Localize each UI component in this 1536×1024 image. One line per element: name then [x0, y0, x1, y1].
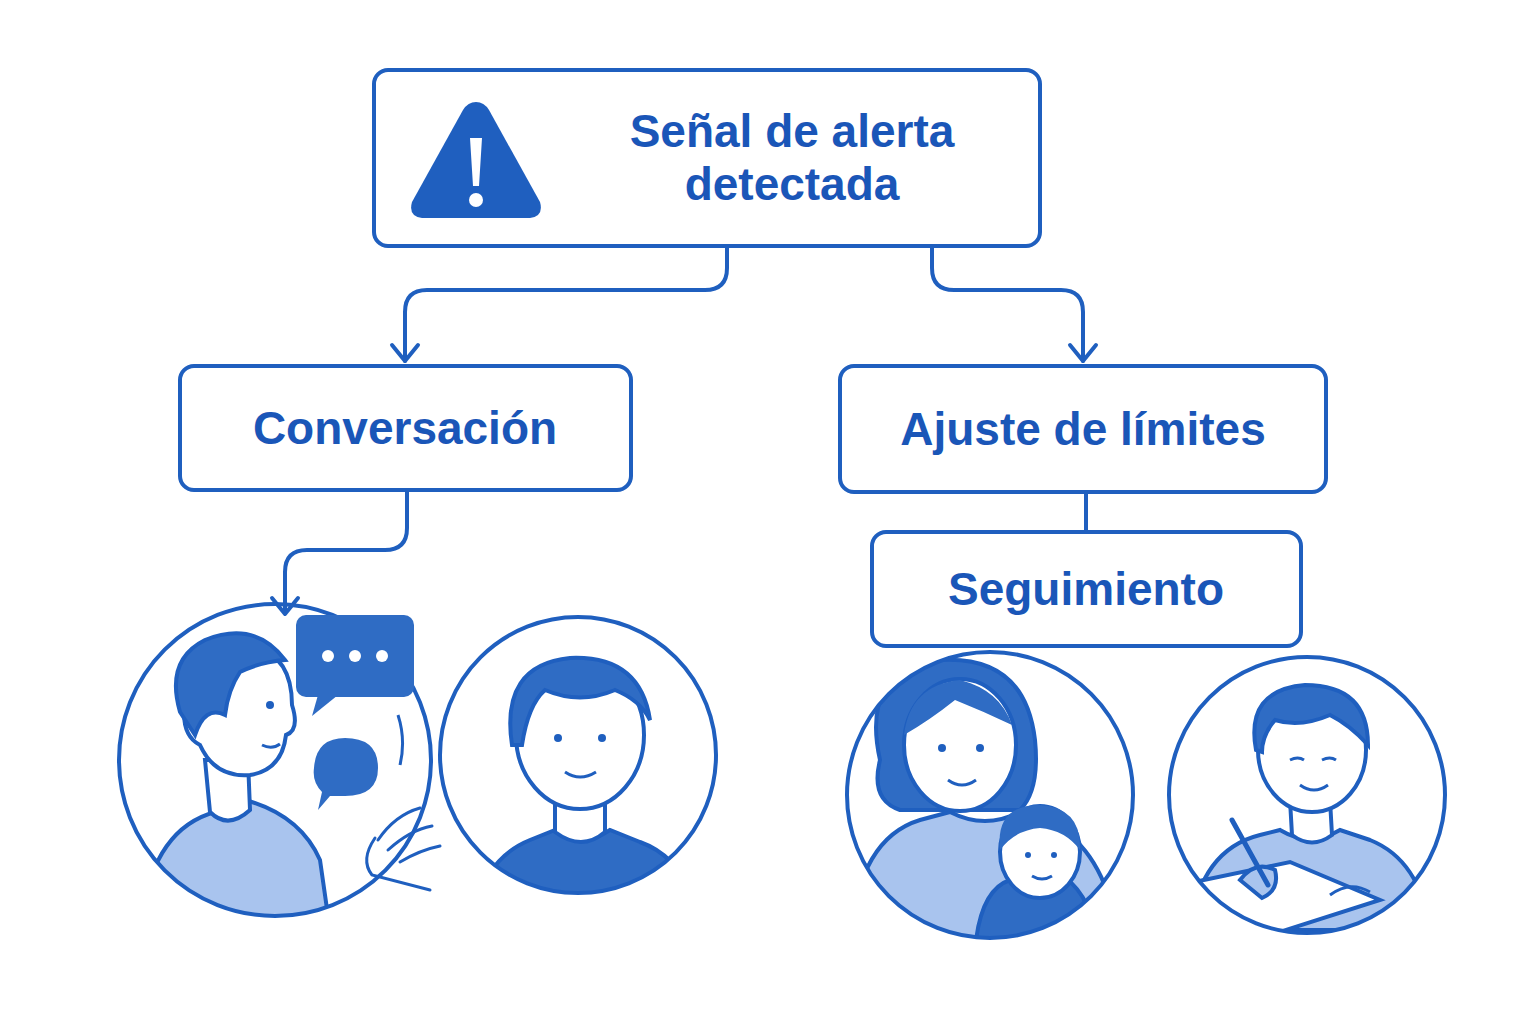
conversation-arrow	[272, 492, 407, 614]
parent-child-figure	[847, 652, 1133, 950]
node-label: Señal de alerta detectada	[572, 105, 1012, 211]
connector	[1086, 494, 1087, 530]
warning-icon	[406, 94, 546, 224]
speaker-figure	[119, 604, 440, 930]
child-writing-figure	[1169, 657, 1445, 935]
node-label: Conversación	[253, 402, 557, 455]
listener-figure	[440, 617, 716, 930]
connector	[392, 248, 727, 361]
node-label: Seguimiento	[948, 563, 1224, 616]
alert-box: Señal de alerta detectada	[372, 68, 1042, 248]
step-box: Ajuste de límites	[838, 364, 1328, 494]
step-box: Seguimiento	[870, 530, 1303, 648]
connector	[932, 248, 1096, 361]
step-box: Conversación	[178, 364, 633, 492]
node-label: Ajuste de límites	[900, 403, 1266, 456]
